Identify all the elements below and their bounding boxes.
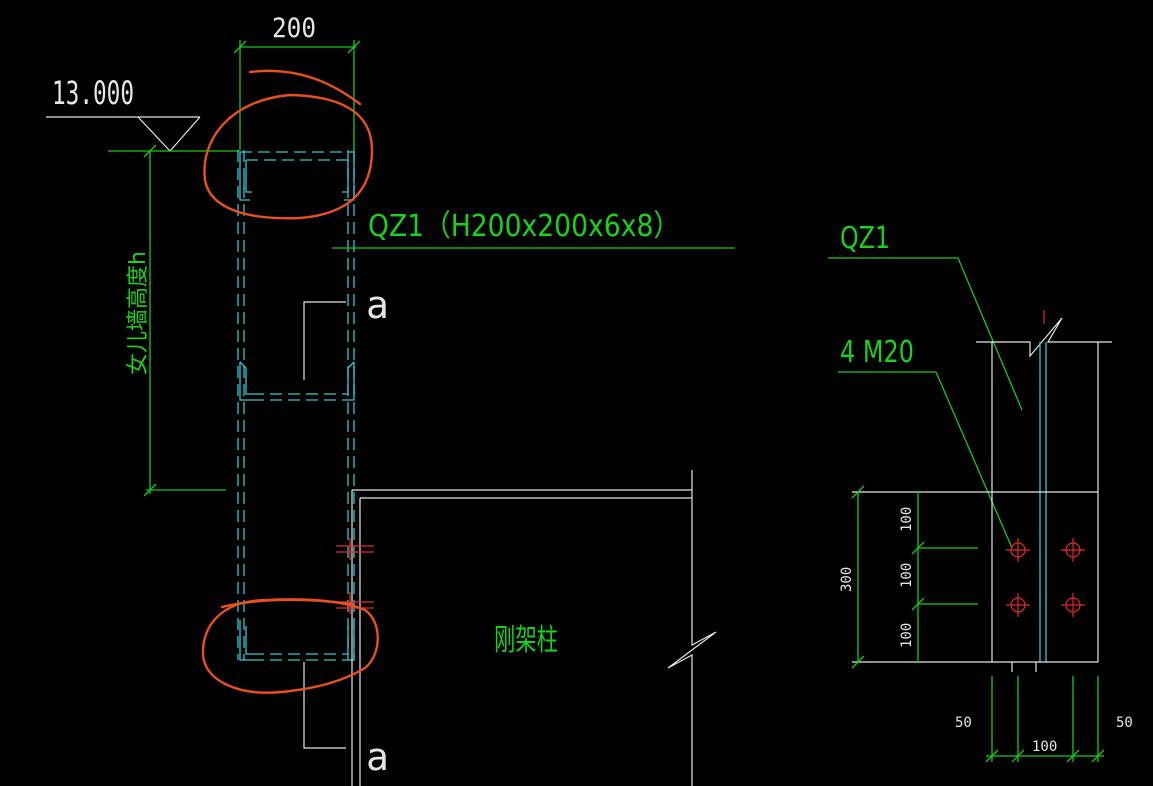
dim-bottom-middle: 100 [1032,739,1057,755]
elevation-marker: 13.000 [46,74,240,152]
bolt-hole-3 [1006,593,1030,617]
detail-column-label: QZ1 [840,221,890,256]
parapet-height-dimension: 女儿墙高度h [126,144,226,497]
orange-markup [201,69,379,694]
dim-bottom-right: 50 [1116,715,1133,731]
dim-vertical-part-2: 100 [899,563,915,588]
dim-vertical-total: 300 [839,567,855,592]
bolt-hole-2 [1061,538,1085,562]
frame-column: 刚架柱 [351,470,717,786]
section-mark-bottom-text: a [366,735,389,779]
dim-vertical-part-3: 100 [899,623,915,648]
bolt-hole-1 [1006,538,1030,562]
qz1-column-elevation [237,150,355,661]
dim-vertical-part-1: 100 [899,507,915,532]
dim-top-width-text: 200 [272,13,316,44]
section-mark-top-text: a [366,283,389,327]
frame-column-label: 刚架柱 [494,623,558,658]
connection-detail: QZ1 4 M20 300 100 100 100 [828,221,1133,763]
section-mark-top: a [303,283,389,380]
parapet-height-text: 女儿墙高度h [126,251,151,375]
qz1-column-label: QZ1（H200x200x6x8） [368,209,680,244]
bolt-label: 4 M20 [840,335,914,370]
elevation-text: 13.000 [52,74,134,112]
qz1-label-leader: QZ1（H200x200x6x8） [332,209,735,249]
dim-bottom-left: 50 [955,715,972,731]
bolt-hole-4 [1061,593,1085,617]
top-width-dimension: 200 [233,13,361,150]
section-mark-bottom: a [303,662,389,779]
